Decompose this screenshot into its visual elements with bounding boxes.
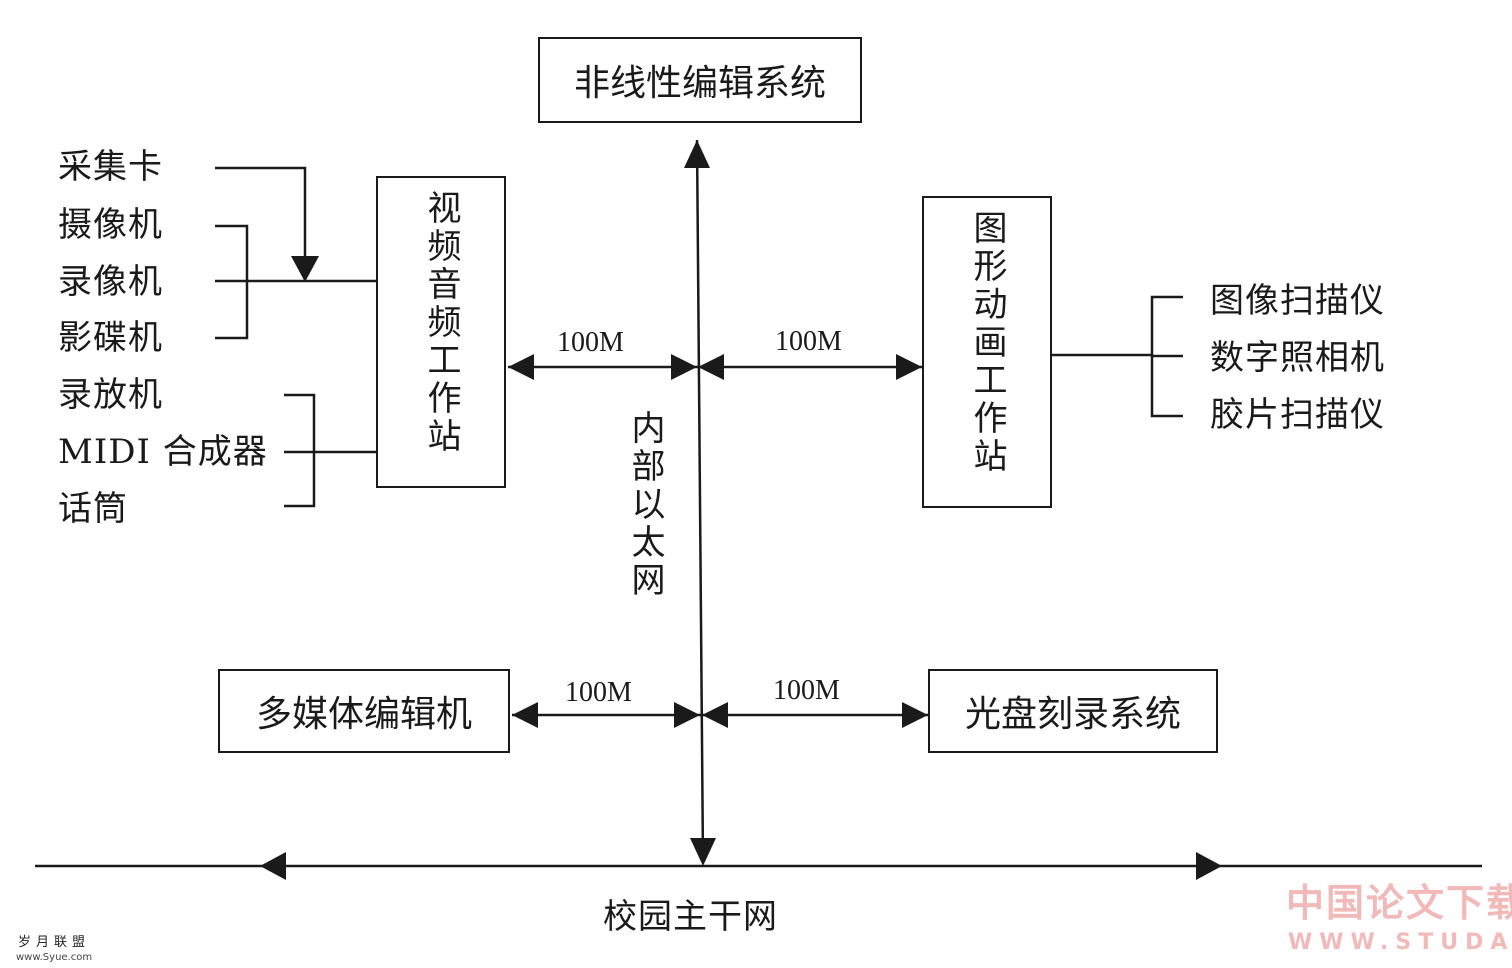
trunk-bottom-arrowhead	[690, 838, 716, 866]
left-device-recorder: 录放机	[58, 375, 163, 415]
trunk-top-arrowhead	[684, 140, 710, 168]
capture-card-line	[215, 166, 307, 262]
backbone-left-arrowhead	[260, 852, 286, 880]
graphics-link-left-arrowhead	[698, 354, 724, 380]
disc-burning-box: 光盘刻录系统	[928, 669, 1218, 753]
disc-burning-label: 光盘刻录系统	[964, 694, 1181, 735]
av-workstation-label: 视频音频工作站	[421, 190, 461, 456]
disc-link-speed: 100M	[773, 675, 840, 706]
backbone-label: 校园主干网	[603, 897, 778, 937]
multimedia-editor-box: 多媒体编辑机	[218, 669, 510, 753]
left-device-vcr: 录像机	[58, 262, 163, 302]
graphics-workstation-label: 图形动画工作站	[967, 210, 1007, 476]
left-device-midi: MIDI 合成器	[58, 432, 268, 472]
disc-link-left-arrowhead	[702, 702, 728, 728]
graphics-link-right-arrowhead	[896, 354, 922, 380]
backbone-right-arrowhead	[1196, 852, 1222, 880]
left-device-camera: 摄像机	[58, 205, 163, 245]
right-device-film-scanner: 胶片扫描仪	[1210, 395, 1385, 435]
left-device-dvd: 影碟机	[58, 318, 163, 358]
graphics-link-speed: 100M	[775, 326, 842, 357]
watermark-brand-url: WWW.STUDA.	[1288, 930, 1512, 955]
graphics-workstation-box: 图形动画工作站	[922, 196, 1052, 508]
disc-link-right-arrowhead	[902, 702, 928, 728]
left-device-capture-card: 采集卡	[58, 147, 163, 187]
capture-card-arrowhead	[291, 256, 319, 282]
multimedia-editor-label: 多媒体编辑机	[255, 694, 472, 735]
left-lower-bracket	[284, 393, 316, 508]
right-device-digital-camera: 数字照相机	[1210, 338, 1385, 378]
av-workstation-box: 视频音频工作站	[376, 176, 506, 488]
av-link-left-arrowhead	[508, 354, 534, 380]
multimedia-link-speed: 100M	[565, 677, 632, 708]
left-device-microphone: 话筒	[58, 489, 128, 529]
nonlinear-editing-box: 非线性编辑系统	[538, 37, 862, 123]
nonlinear-editing-label: 非线性编辑系统	[573, 63, 826, 104]
av-link-speed: 100M	[557, 327, 624, 358]
right-device-image-scanner: 图像扫描仪	[1210, 281, 1385, 321]
av-link-right-arrowhead	[671, 354, 697, 380]
ethernet-trunk-line	[695, 139, 705, 863]
multimedia-link-right-arrowhead	[674, 702, 700, 728]
watermark-corner-cn: 岁月联盟	[18, 935, 91, 950]
watermark-brand-cn: 中国论文下载	[1286, 881, 1512, 925]
multimedia-link-left-arrowhead	[512, 702, 538, 728]
ethernet-label: 内部以太网	[625, 410, 665, 600]
watermark-corner-url: www.Syue.com	[16, 952, 93, 963]
